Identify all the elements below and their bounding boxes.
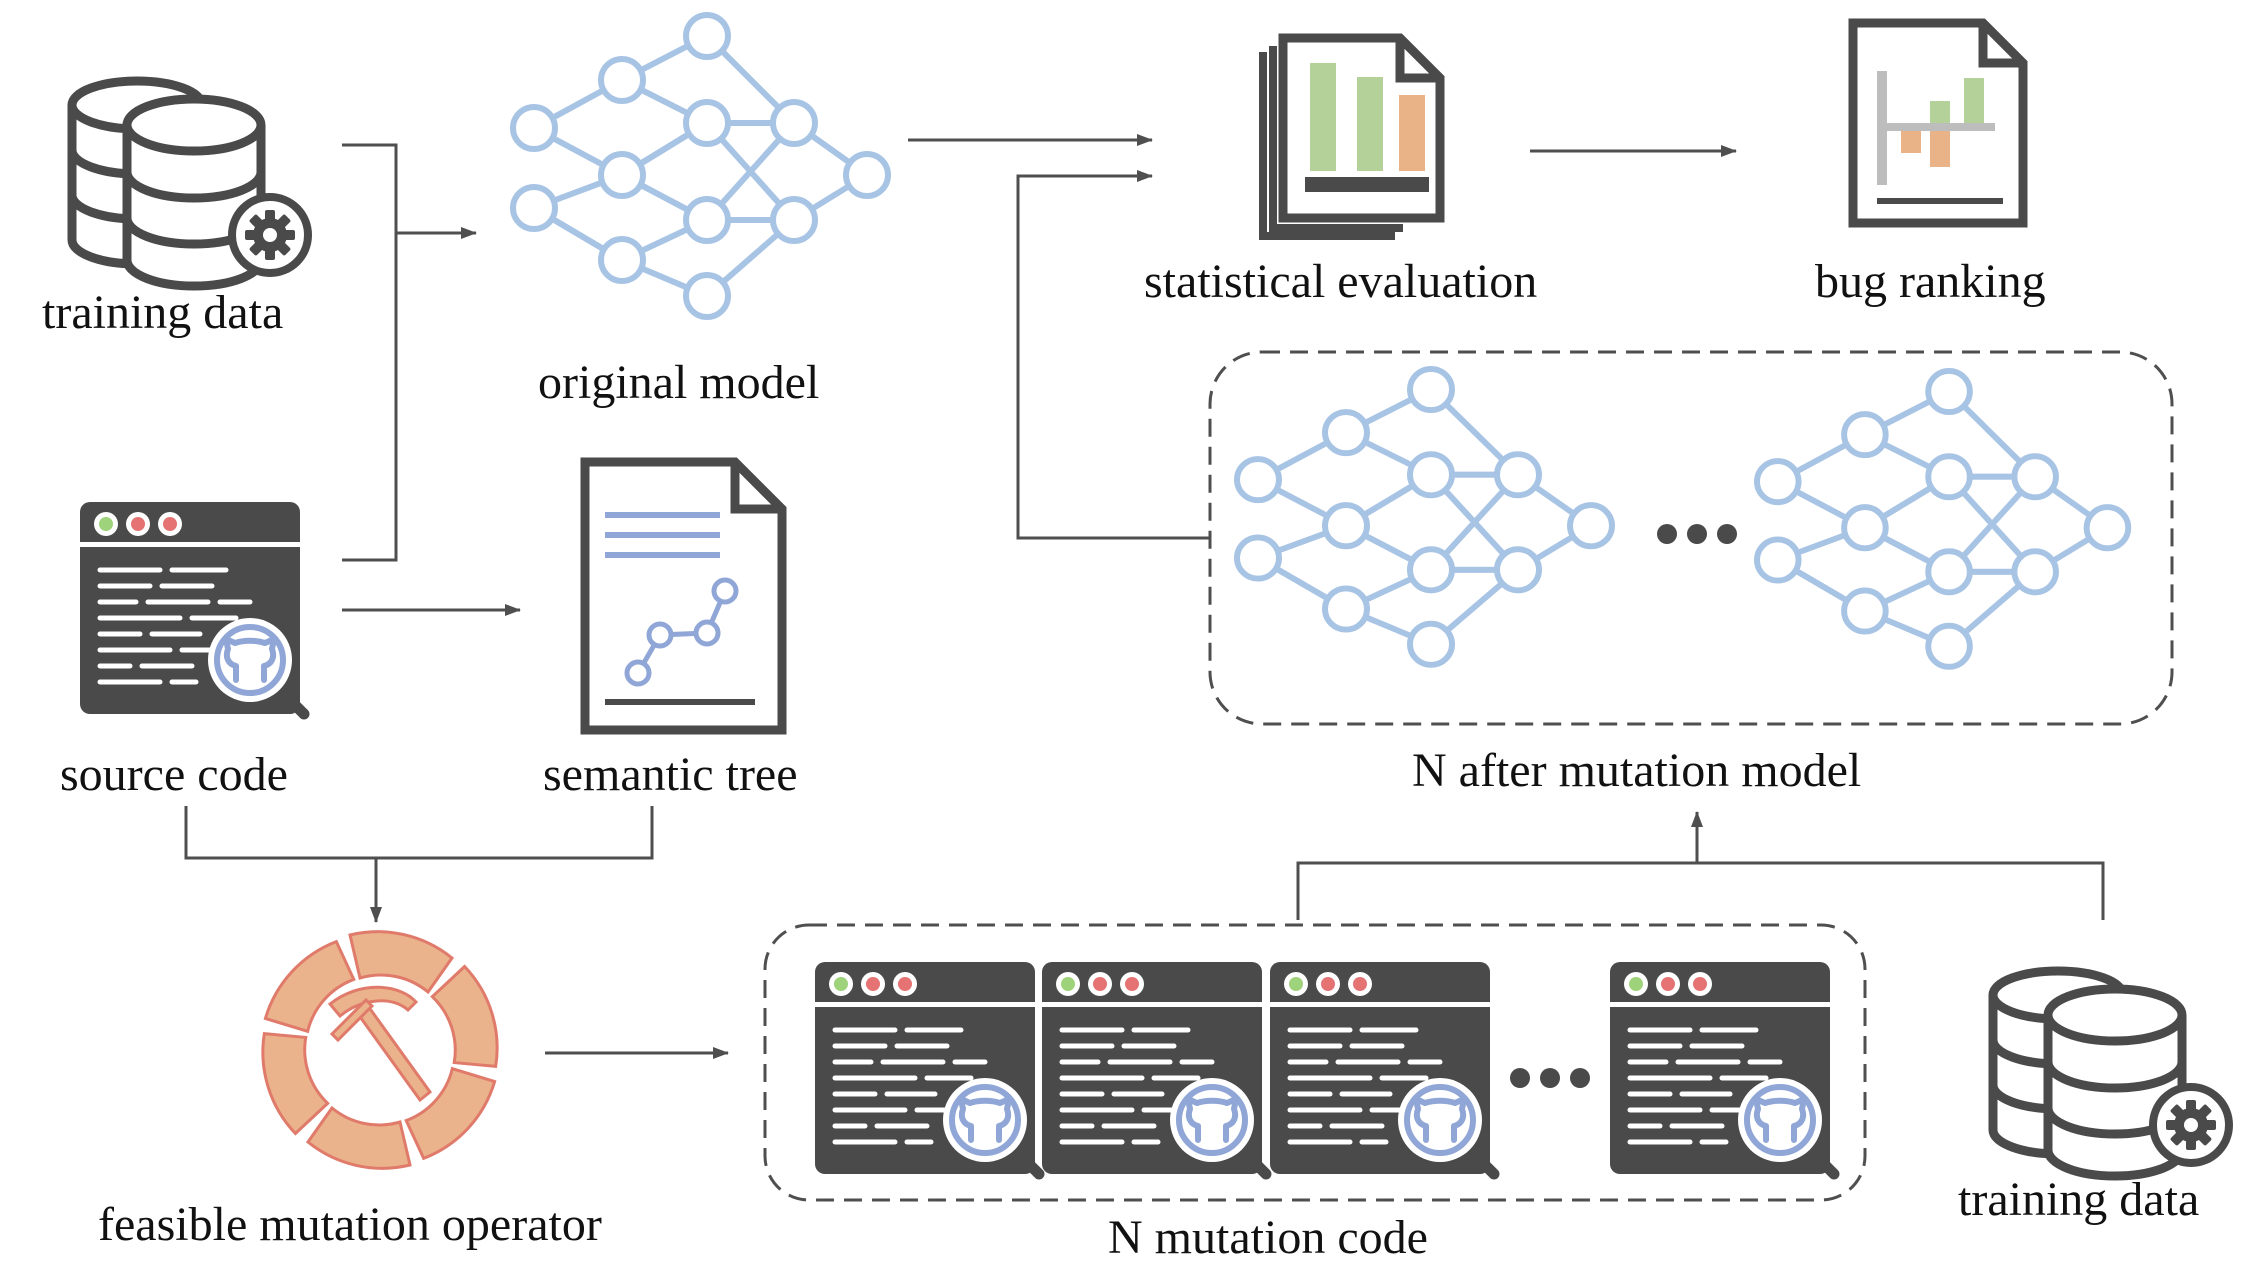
feasible-mutation-operator-label: feasible mutation operator <box>98 1198 602 1251</box>
n-mutation-code-label: N mutation code <box>1108 1211 1428 1260</box>
connectors <box>184 134 2105 1059</box>
ellipsis-icon <box>1657 524 1737 544</box>
mutation-code-container <box>763 923 1867 1202</box>
neural-network-icon <box>1757 371 2128 667</box>
statistical-evaluation-label: statistical evaluation <box>1144 255 1537 308</box>
original-model-label: original model <box>538 356 819 409</box>
semantic-tree-label: semantic tree <box>543 748 798 801</box>
upper-merge-bracket <box>1296 861 2105 920</box>
neural-network-icon <box>1237 369 1612 665</box>
neural-network-icon <box>513 15 888 317</box>
database-gear-icon <box>72 81 308 286</box>
code-window-github-icon <box>1270 962 1494 1174</box>
bar-chart-report-icon <box>1259 33 1445 240</box>
bug-ranking-label: bug ranking <box>1815 255 2046 308</box>
database-gear-icon <box>1993 971 2229 1176</box>
code-window-github-icon <box>815 962 1039 1174</box>
training-data-label: training data <box>42 286 283 339</box>
pickaxe-ring-icon <box>240 926 520 1174</box>
source-code-label: source code <box>60 748 288 801</box>
semantic-tree-document-icon <box>580 457 787 735</box>
merge-bracket <box>342 143 398 562</box>
arrow-mutants-to-evaluation <box>1016 170 1210 540</box>
ranking-chart-document-icon <box>1848 18 2028 228</box>
ellipsis-icon <box>1510 1068 1590 1088</box>
n-after-mutation-model-label: N after mutation model <box>1412 744 1861 797</box>
lower-merge-bracket <box>184 806 654 860</box>
code-window-github-icon <box>80 502 304 714</box>
training-data-label: training data <box>1958 1173 2199 1226</box>
code-window-github-icon <box>1610 962 1834 1174</box>
code-window-github-icon <box>1042 962 1266 1174</box>
